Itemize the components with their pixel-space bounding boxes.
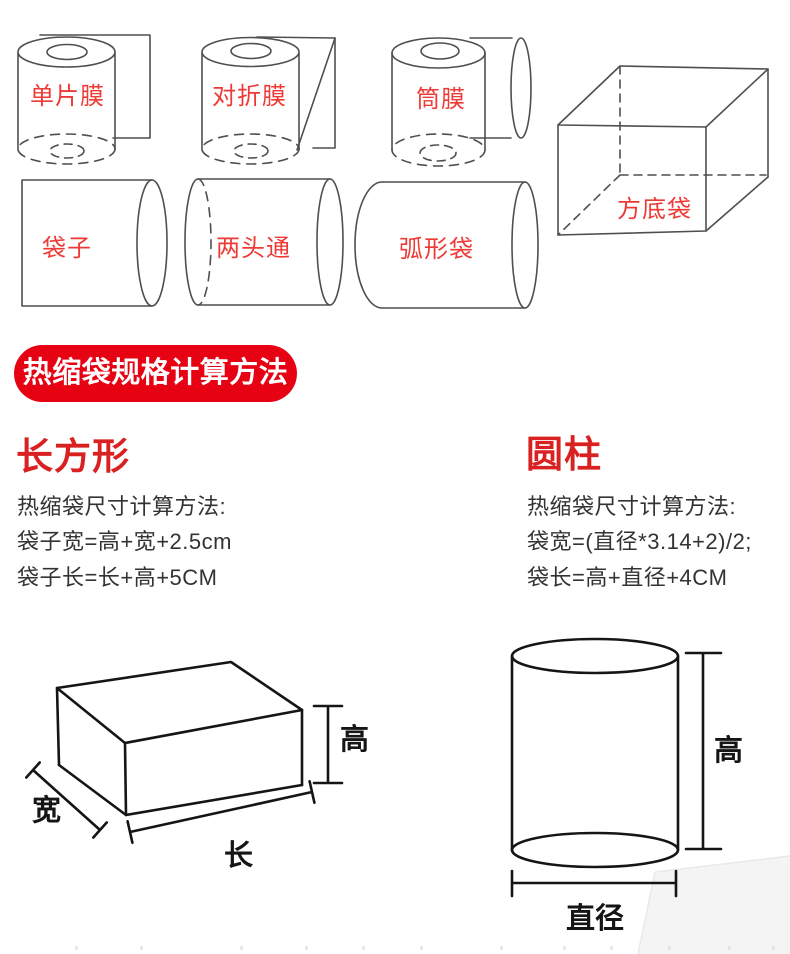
section-banner: 热缩袋规格计算方法 <box>14 345 297 402</box>
rectangle-length-formula: 袋子长=长+高+5CM <box>17 565 218 590</box>
length-dimension-line <box>126 780 316 844</box>
cylinder-section-heading: 圆柱 <box>526 434 602 475</box>
cylinder-diameter-label: 直径 <box>566 903 625 935</box>
open-both-ends-shape <box>184 178 344 306</box>
cylinder-height-label: 高 <box>714 735 744 767</box>
single-film-label: 单片膜 <box>30 83 105 110</box>
height-dimension-line <box>312 704 344 785</box>
cylinder-length-formula: 袋长=高+直径+4CM <box>527 565 728 590</box>
box-height-label: 高 <box>340 724 370 756</box>
bag-label: 袋子 <box>42 235 92 262</box>
height-dimension-line <box>684 651 723 851</box>
cylinder-width-formula: 袋宽=(直径*3.14+2)/2; <box>527 529 752 554</box>
cylinder-intro: 热缩袋尺寸计算方法: <box>527 494 737 519</box>
box-measure-diagram <box>25 660 344 844</box>
box-length-label: 长 <box>224 840 254 872</box>
tube-film-roll-shape <box>391 37 532 167</box>
rectangle-width-formula: 袋子宽=高+宽+2.5cm <box>17 529 232 554</box>
square-bottom-bag-shape <box>557 65 769 236</box>
tube-film-label: 筒膜 <box>416 86 466 113</box>
box-width-label: 宽 <box>32 795 62 827</box>
rectangle-section-heading: 长方形 <box>16 436 130 477</box>
rectangle-intro: 热缩袋尺寸计算方法: <box>17 494 227 519</box>
bottom-edge-artifacts <box>0 946 790 952</box>
arc-bag-label: 弧形袋 <box>399 236 474 263</box>
cylinder-measure-diagram <box>510 637 723 898</box>
film-sheet <box>39 34 151 139</box>
hidden-rim <box>197 178 212 306</box>
tube-body <box>469 37 513 139</box>
width-dimension-line <box>25 761 108 839</box>
arc-bag-shape <box>354 181 539 309</box>
folded-film-roll-shape <box>201 36 336 165</box>
folded-film-label: 对折膜 <box>212 83 287 110</box>
tube-end <box>510 37 532 139</box>
corner-watermark <box>637 855 790 954</box>
open-both-ends-label: 两头通 <box>216 235 291 262</box>
square-bottom-bag-label: 方底袋 <box>617 196 692 223</box>
single-film-roll-shape <box>17 34 151 165</box>
diameter-dimension-line <box>510 869 678 898</box>
hidden-edges <box>558 65 767 235</box>
fold-line <box>296 37 336 151</box>
film-sheet <box>256 36 336 149</box>
bag-shape <box>21 179 168 307</box>
